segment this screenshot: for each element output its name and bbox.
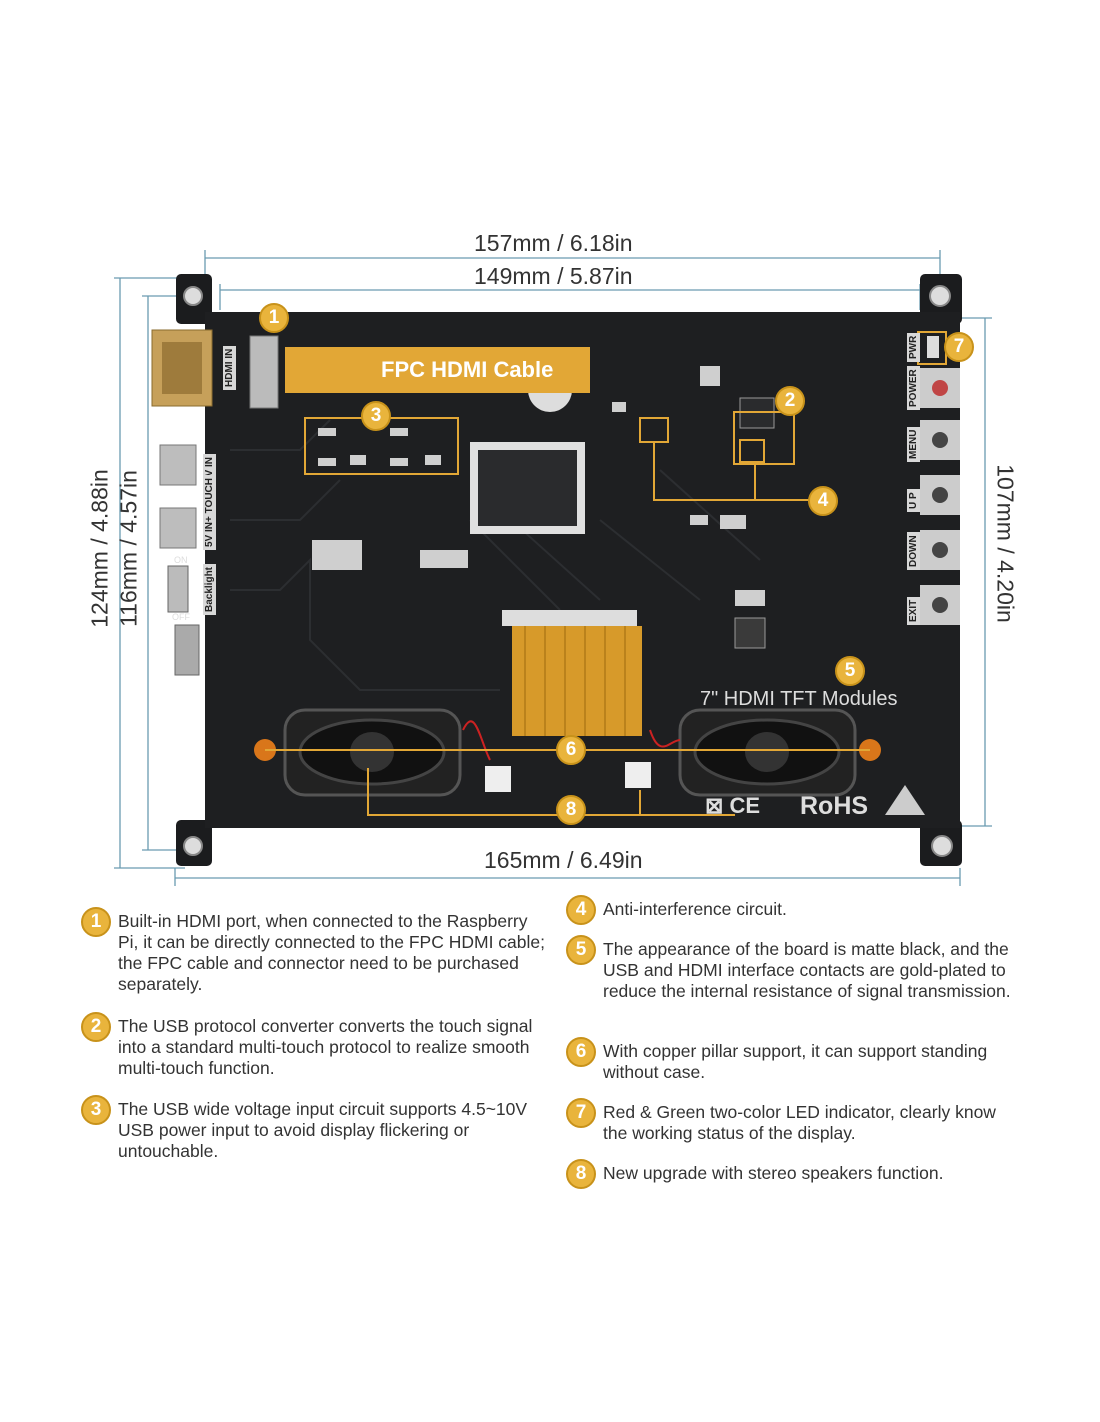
note-2: 2 The USB protocol converter converts th… (81, 1012, 548, 1079)
label-menu: MENU (907, 426, 920, 462)
callout-badge-5: 5 (835, 656, 865, 686)
note-badge-8: 8 (566, 1159, 596, 1189)
backlight-switch (167, 565, 189, 613)
callout-badge-3: 3 (361, 401, 391, 431)
label-exit: EXIT (907, 596, 920, 625)
model-label: 7" HDMI TFT Modules (700, 688, 898, 710)
note-7: 7 Red & Green two-color LED indicator, c… (566, 1098, 1013, 1144)
note-badge-2: 2 (81, 1012, 111, 1042)
note-4: 4 Anti-interference circuit. (566, 895, 1028, 925)
note-badge-1: 1 (81, 907, 111, 937)
usb-port-power (159, 444, 197, 486)
label-pwr: PWR (907, 332, 920, 362)
rohs-label: RoHS (800, 792, 869, 820)
note-badge-7: 7 (566, 1098, 596, 1128)
label-hdmi-in: HDMI IN (223, 345, 236, 390)
label-5v-in-touch: 5V IN+ TOUCH (203, 475, 216, 550)
note-5: 5 The appearance of the board is matte b… (566, 935, 1028, 1002)
note-8: 8 New upgrade with stereo speakers funct… (566, 1159, 1028, 1189)
fpc-label: FPC HDMI Cable (381, 357, 554, 382)
dim-top-outer: 157mm / 6.18in (474, 230, 633, 256)
note-1: 1 Built-in HDMI port, when connected to … (81, 907, 548, 995)
fpc-ribbon (512, 626, 642, 736)
fpc-hdmi-cable-banner: FPC HDMI Cable (285, 347, 590, 393)
side-buttons (920, 336, 960, 625)
callout-badge-1: 1 (259, 303, 289, 333)
note-badge-6: 6 (566, 1037, 596, 1067)
usb-port-touch (159, 507, 197, 549)
note-text: New upgrade with stereo speakers functio… (603, 1163, 944, 1183)
note-badge-4: 4 (566, 895, 596, 925)
callout-badge-2: 2 (775, 386, 805, 416)
callout-badge-8: 8 (556, 795, 586, 825)
label-on: ON (174, 555, 188, 565)
label-up: U P (907, 489, 920, 512)
label-power: POWER (907, 366, 920, 410)
dim-left-inner: 116mm / 4.57in (115, 470, 142, 627)
main-chip (478, 450, 577, 526)
label-off: OFF (172, 612, 190, 622)
note-6: 6 With copper pillar support, it can sup… (566, 1037, 1003, 1083)
note-text: With copper pillar support, it can suppo… (603, 1041, 988, 1082)
note-3: 3 The USB wide voltage input circuit sup… (81, 1095, 548, 1162)
callout-badge-6: 6 (556, 735, 586, 765)
note-text: Anti-interference circuit. (603, 899, 787, 919)
dim-right: 107mm / 4.20in (992, 464, 1019, 623)
note-text: The USB wide voltage input circuit suppo… (118, 1099, 528, 1161)
dim-top-inner: 149mm / 5.87in (474, 263, 633, 289)
callout-badge-7: 7 (944, 332, 974, 362)
dim-left-outer: 124mm / 4.88in (86, 469, 113, 628)
label-down: DOWN (907, 532, 920, 570)
note-text: Built-in HDMI port, when connected to th… (118, 911, 545, 994)
note-text: Red & Green two-color LED indicator, cle… (603, 1102, 996, 1143)
note-text: The appearance of the board is matte bla… (603, 939, 1011, 1001)
note-text: The USB protocol converter converts the … (118, 1016, 533, 1078)
note-badge-5: 5 (566, 935, 596, 965)
dim-bottom: 165mm / 6.49in (484, 847, 643, 873)
callout-badge-4: 4 (808, 486, 838, 516)
label-backlight: Backlight (203, 563, 216, 615)
note-badge-3: 3 (81, 1095, 111, 1125)
speakers (283, 708, 857, 797)
ce-mark: ⊠ CE (705, 793, 761, 818)
